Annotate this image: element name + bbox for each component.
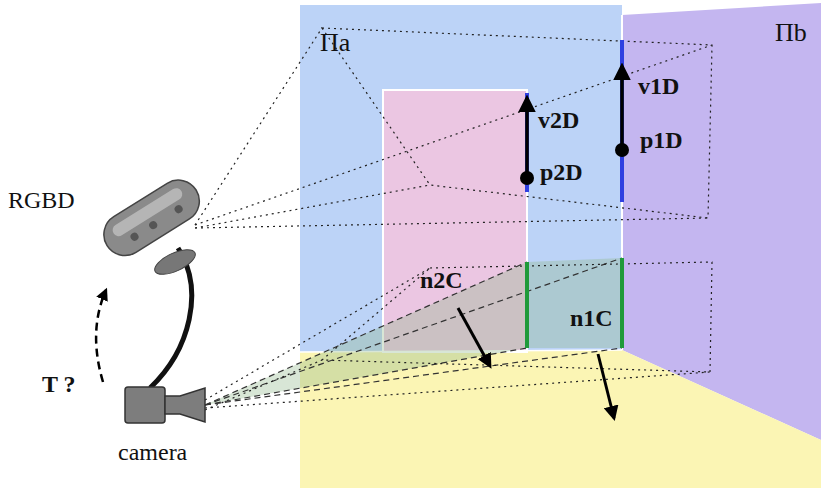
direction-vector	[620, 66, 624, 150]
plane-label: Πb	[775, 20, 807, 46]
vector-label: v1D	[638, 74, 679, 98]
camera-lens	[165, 388, 205, 422]
point-dot	[520, 171, 534, 185]
transform-label: T ?	[42, 372, 76, 396]
point-label: p2D	[540, 160, 583, 184]
normal-label: n2C	[420, 268, 463, 292]
point-dot	[615, 143, 629, 157]
normal-vector	[598, 354, 614, 418]
line-segment	[620, 258, 624, 348]
device-label: camera	[118, 440, 187, 464]
normal-vector	[458, 308, 490, 366]
camera-body	[125, 387, 165, 423]
sensor-base	[151, 245, 198, 280]
transform-arrow	[96, 290, 106, 382]
vector-label: v2D	[538, 108, 579, 132]
rgbd-frustum	[195, 28, 712, 228]
rgbd-sensor	[96, 172, 207, 263]
wall-corner	[621, 15, 623, 350]
line-segment	[620, 40, 624, 202]
normal-label: n1C	[570, 306, 613, 330]
point-label: p1D	[640, 128, 683, 152]
line-segment	[525, 262, 529, 348]
camera-frustum	[205, 262, 712, 410]
plane-label: Πa	[320, 30, 350, 56]
direction-vector	[525, 98, 529, 178]
device-label: RGBD	[8, 188, 75, 212]
